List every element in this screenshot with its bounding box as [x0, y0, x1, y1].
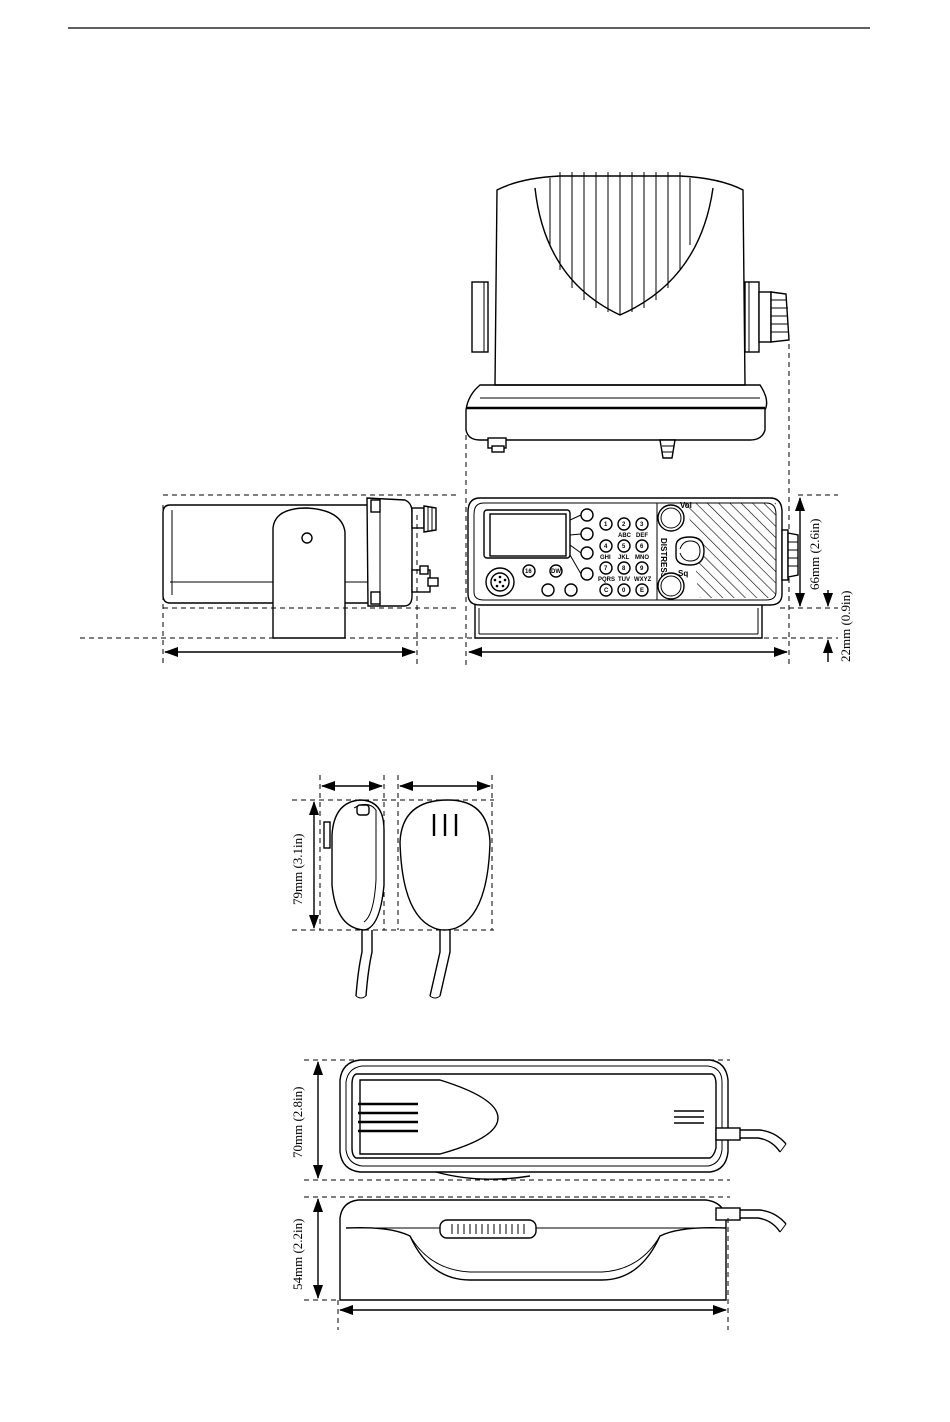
cradle-side-view: [340, 1200, 786, 1300]
vol-label: Vol: [680, 501, 692, 510]
handset-side-view: [324, 800, 384, 998]
lcd-screen: [484, 510, 570, 558]
radio-height-dimension: 66mm (2.6in): [807, 519, 822, 591]
radio-side-view: [163, 498, 438, 638]
radio-top-view: [466, 172, 789, 458]
handset-height-dimension: 79mm (3.1in): [290, 834, 305, 906]
radio-front-view: 16 DW 1 2 ABC 3 DEF 4 GHI 5 JKL 6 MNO 7 …: [468, 498, 798, 638]
key-6-letters: MNO: [635, 555, 649, 561]
hi-lo-button[interactable]: [565, 584, 577, 596]
cradle-top-view: [340, 1060, 786, 1179]
tx-button[interactable]: [542, 584, 554, 596]
knob-top: [759, 292, 789, 342]
soft-keys: [570, 509, 593, 580]
key-2-letters: ABC: [618, 533, 632, 539]
svg-text:DW: DW: [551, 569, 561, 575]
key-3-letters: DEF: [636, 533, 648, 539]
handset-back-view: [400, 800, 490, 998]
cradle-depth-dimension: 70mm (2.8in): [290, 1087, 305, 1159]
mic-socket-icon: [486, 568, 514, 596]
bracket-height-dimension: 22mm (0.9in): [838, 591, 853, 663]
distress-label: DISTRESS: [659, 538, 668, 579]
heatsink-fins: [550, 172, 690, 315]
key-c-label: C: [604, 588, 609, 594]
sq-label: Sq: [678, 569, 688, 578]
cradle-height-dimension: 54mm (2.2in): [290, 1219, 305, 1291]
key-8-letters: TUV: [618, 577, 630, 583]
key-7-letters: PQRS: [598, 577, 615, 583]
keypad: 1 2 ABC 3 DEF 4 GHI 5 JKL 6 MNO 7 PQRS 8…: [598, 518, 652, 596]
key-e-label: E: [640, 588, 644, 594]
key-9-letters: WXYZ: [634, 577, 652, 583]
key-4-letters: GHI: [600, 555, 611, 561]
key-5-letters: JKL: [618, 555, 630, 561]
svg-text:16: 16: [525, 569, 532, 575]
